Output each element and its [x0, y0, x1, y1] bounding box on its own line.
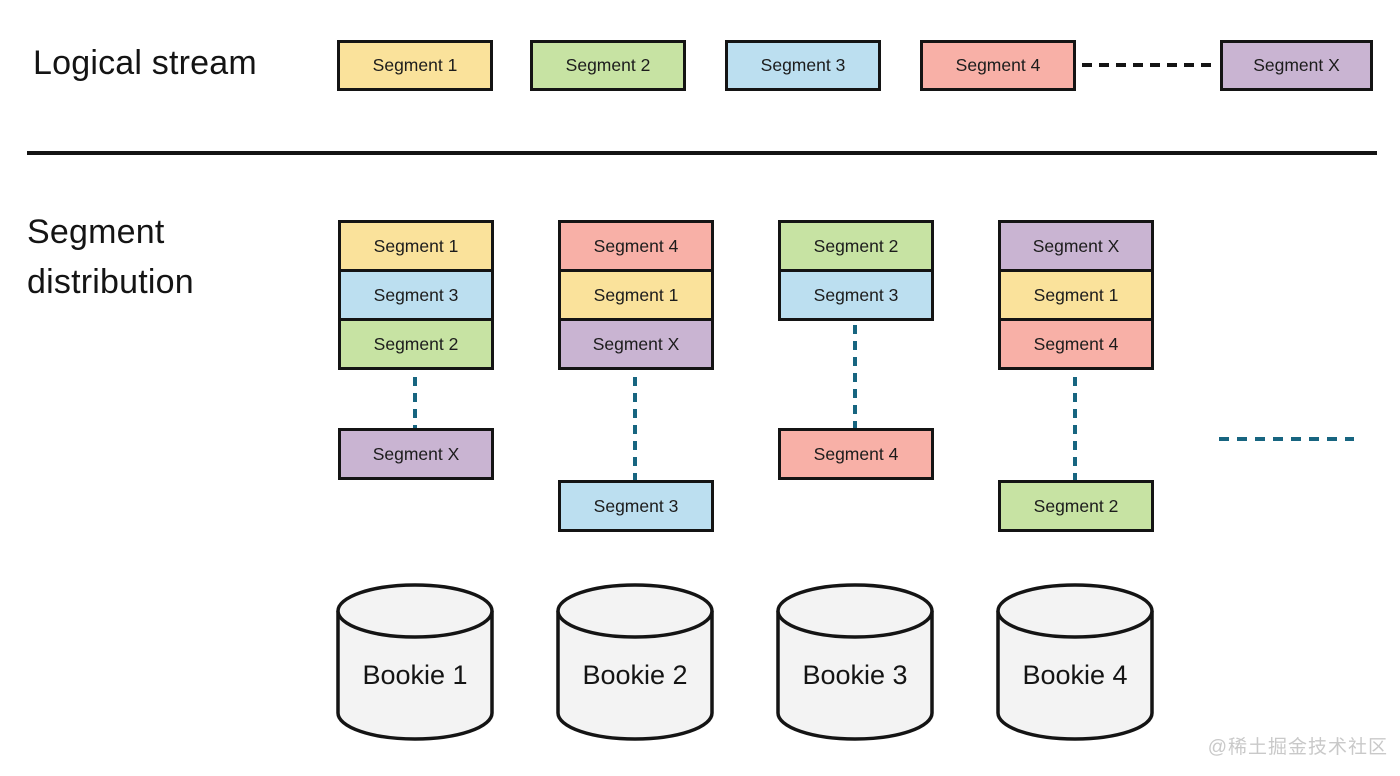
database-cylinder-icon	[556, 583, 714, 741]
bookie1-incoming-segment: Segment X	[338, 428, 494, 480]
bookie3-stored-segment-stack: Segment 2 Segment 3	[778, 220, 934, 321]
stream-segment-1: Segment 1	[337, 40, 493, 91]
bookie3-replication-connector-icon	[853, 325, 857, 428]
stream-segment-2: Segment 2	[530, 40, 686, 91]
database-cylinder-icon	[336, 583, 494, 741]
segment-box: Segment 3	[778, 269, 934, 321]
database-cylinder-icon	[776, 583, 934, 741]
stream-segment-4: Segment 4	[920, 40, 1076, 91]
bookie-label: Bookie 2	[582, 660, 688, 690]
bookie1-stored-segment-stack: Segment 1 Segment 3 Segment 2	[338, 220, 494, 370]
distribution-title-line2: distribution	[27, 263, 194, 301]
segment-box: Segment 4	[998, 318, 1154, 370]
stream-continuation-dashes-icon	[1082, 63, 1217, 67]
database-cylinder-icon	[996, 583, 1154, 741]
bookie2-stored-segment-stack: Segment 4 Segment 1 Segment X	[558, 220, 714, 370]
segment-box: Segment 4	[558, 220, 714, 272]
section-divider	[27, 151, 1377, 155]
segment-box: Segment X	[558, 318, 714, 370]
bookie4-replication-connector-icon	[1073, 377, 1077, 480]
segment-box: Segment X	[998, 220, 1154, 272]
bookie-node-1: Bookie 1	[335, 582, 495, 742]
stream-segment-x: Segment X	[1220, 40, 1373, 91]
bookie-label: Bookie 3	[802, 660, 908, 690]
bookie2-replication-connector-icon	[633, 377, 637, 480]
bookie1-replication-connector-icon	[413, 377, 417, 428]
segment-box: Segment 1	[338, 220, 494, 272]
bookie4-incoming-segment: Segment 2	[998, 480, 1154, 532]
bookie2-incoming-segment: Segment 3	[558, 480, 714, 532]
distribution-title-line1: Segment	[27, 213, 165, 251]
segment-box: Segment 1	[558, 269, 714, 321]
bookie-label: Bookie 4	[1022, 660, 1128, 690]
bookie-node-4: Bookie 4	[995, 582, 1155, 742]
watermark: @稀土掘金技术社区	[1207, 737, 1388, 758]
stream-segment-3: Segment 3	[725, 40, 881, 91]
distribution-continuation-dashes-icon	[1219, 437, 1354, 441]
bookie3-incoming-segment: Segment 4	[778, 428, 934, 480]
segment-box: Segment 2	[338, 318, 494, 370]
bookie-label: Bookie 1	[362, 660, 468, 690]
logical-stream-title: Logical stream	[33, 44, 257, 82]
segment-box: Segment 3	[338, 269, 494, 321]
bookie4-stored-segment-stack: Segment X Segment 1 Segment 4	[998, 220, 1154, 370]
segment-box: Segment 2	[778, 220, 934, 272]
bookie-node-3: Bookie 3	[775, 582, 935, 742]
bookie-node-2: Bookie 2	[555, 582, 715, 742]
segment-box: Segment 1	[998, 269, 1154, 321]
